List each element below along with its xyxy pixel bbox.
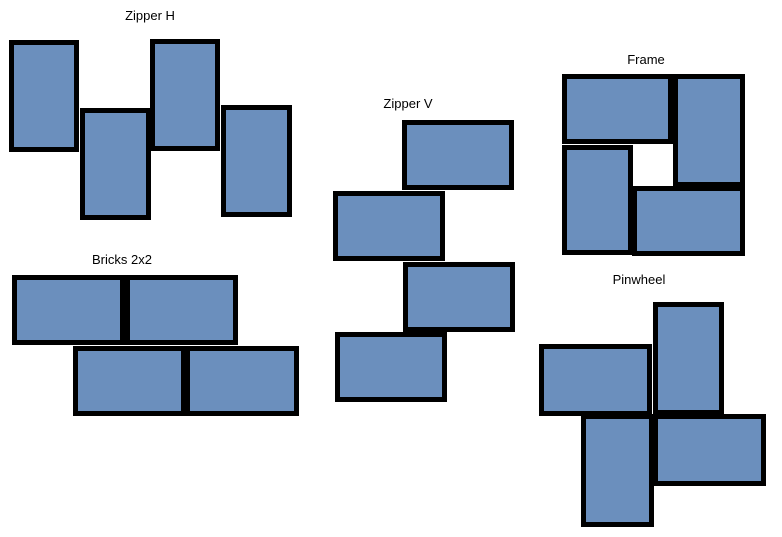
zipper-v-tile-4 (335, 332, 447, 402)
zipper-h-tile-2 (80, 108, 151, 220)
bricks-2x2-tile-2 (125, 275, 238, 345)
pinwheel-tile-4 (653, 414, 766, 486)
pattern-label-bricks-2x2: Bricks 2x2 (92, 252, 152, 267)
frame-tile-2 (673, 74, 745, 187)
bricks-2x2-tile-4 (185, 346, 299, 416)
pattern-label-zipper-h: Zipper H (125, 8, 175, 23)
pinwheel-tile-2 (653, 302, 724, 415)
frame-tile-1 (562, 74, 673, 144)
zipper-h-tile-3 (150, 39, 220, 151)
pattern-label-zipper-v: Zipper V (383, 96, 433, 111)
zipper-h-tile-4 (221, 105, 292, 217)
zipper-v-tile-1 (402, 120, 514, 190)
pattern-label-pinwheel: Pinwheel (612, 272, 666, 287)
zipper-h-tile-1 (9, 40, 79, 152)
pattern-label-frame: Frame (627, 52, 665, 67)
bricks-2x2-tile-1 (12, 275, 125, 345)
frame-tile-4 (632, 186, 745, 256)
frame-tile-3 (562, 145, 633, 255)
zipper-v-tile-2 (333, 191, 445, 261)
pinwheel-tile-3 (581, 414, 654, 527)
pinwheel-tile-1 (539, 344, 652, 416)
zipper-v-tile-3 (403, 262, 515, 332)
bricks-2x2-tile-3 (73, 346, 186, 416)
